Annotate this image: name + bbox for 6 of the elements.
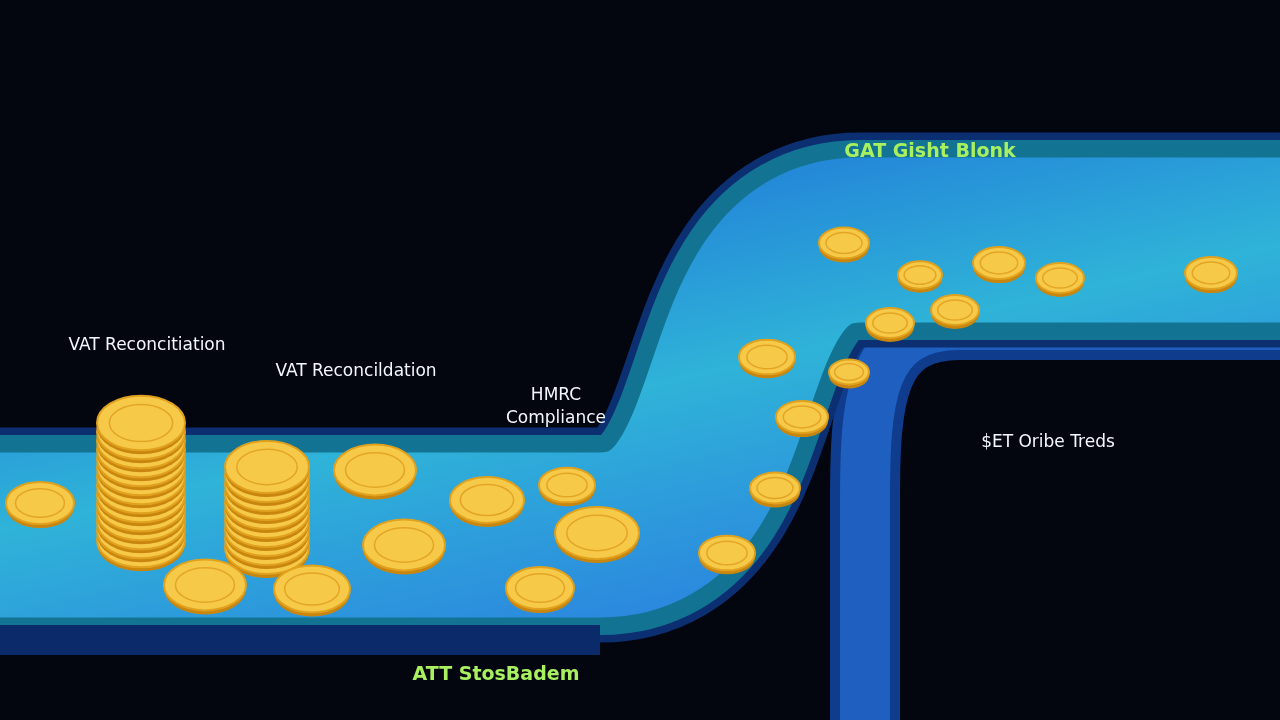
pipe-label: GAT Gisht Blonk: [843, 138, 1017, 163]
caption-text: VAT Reconcitiation: [67, 333, 227, 356]
caption-text: HMRC Compliance: [504, 383, 608, 429]
caption-text: VAT Reconcildation: [274, 359, 438, 382]
pipe-label: ATT StosBadem: [411, 661, 581, 686]
caption-text: $ET Oribe Treds: [980, 430, 1116, 453]
